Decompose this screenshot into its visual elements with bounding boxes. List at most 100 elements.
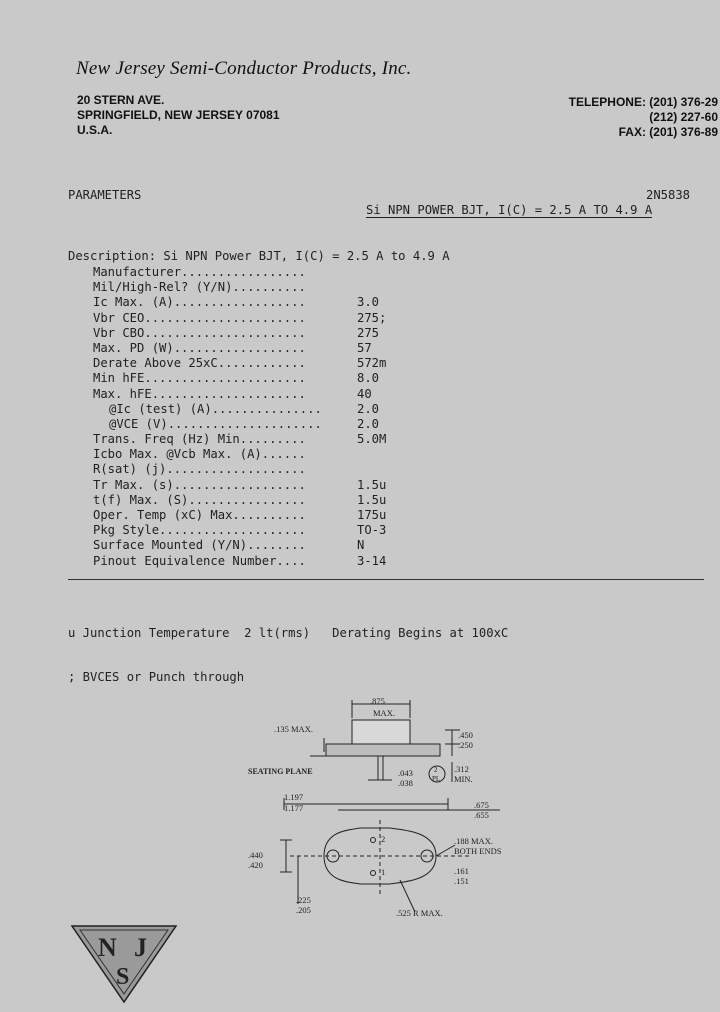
address-line: U.S.A. (77, 123, 113, 137)
dim-hole-a: .675 (474, 800, 489, 810)
part-number: 2N5838 (646, 188, 691, 202)
dim-pin-len: .312 (454, 764, 469, 774)
phone-line: TELEPHONE: (201) 376-29 (568, 95, 718, 109)
parameter-label: Max. hFE..................... (93, 386, 306, 401)
parameter-value: 3-14 (357, 553, 387, 568)
parameter-row: Ic Max. (A).................. 3.0 (93, 295, 379, 310)
parameter-label: Tr Max. (s).................. (93, 477, 306, 492)
address-line: 20 STERN AVE. (77, 93, 165, 107)
parameter-row: t(f) Max. (S)................ 1.5u (93, 492, 386, 508)
parameter-value: 8.0 (357, 371, 380, 386)
part-subtitle: Si NPN POWER BJT, I(C) = 2.5 A TO 4.9 A (366, 203, 653, 218)
parameter-value: 57 (357, 340, 372, 355)
parameter-row: Min hFE...................... 8.0 (93, 371, 379, 386)
dim-top-width-max: MAX. (373, 708, 395, 718)
parameter-value: 5.0M (357, 432, 387, 447)
section-title: PARAMETERS (68, 188, 142, 202)
note-line: ; BVCES or Punch through (68, 669, 245, 684)
dim-span-b: 1.177 (284, 803, 303, 813)
dim-seating: SEATING PLANE (248, 767, 313, 776)
parameter-label: Max. PD (W).................. (93, 340, 306, 355)
parameter-value: 175u (357, 508, 387, 522)
parameter-row: Vbr CEO...................... 275; (93, 310, 386, 326)
parameter-row: Trans. Freq (Hz) Min......... 5.0M (93, 432, 386, 447)
parameter-list: Manufacturer.................Mil/High-Re… (93, 265, 386, 569)
dim-pin-b: .038 (398, 778, 413, 788)
description-line: Description: Si NPN Power BJT, I(C) = 2.… (68, 249, 450, 263)
parameter-value: 275 (357, 325, 380, 340)
parameter-value: 40 (357, 386, 372, 401)
dim-span-a: 1.197 (284, 792, 303, 802)
address-line: SPRINGFIELD, NEW JERSEY 07081 (77, 108, 280, 122)
parameter-label: @VCE (V)..................... (109, 416, 322, 431)
dim-height-top: .450 (458, 730, 473, 740)
phone-line: FAX: (201) 376-89 (618, 125, 718, 139)
parameter-row: Derate Above 25xC............ 572m (93, 356, 386, 371)
notes: u Junction Temperature 2 lt(rms) Deratin… (68, 598, 508, 699)
parameter-label: Pkg Style.................... (93, 523, 306, 538)
parameter-value: 1.5u (357, 492, 387, 507)
dim-top-width: .875 (370, 696, 385, 706)
dim-pin-off-a: .161 (454, 866, 469, 876)
parameter-row: Max. hFE..................... 40 (93, 386, 372, 402)
parameter-value: TO-3 (357, 523, 387, 538)
divider (68, 579, 704, 580)
parameter-value: 2.0 (357, 416, 380, 431)
parameter-row: Vbr CBO...................... 275 (93, 325, 379, 341)
to3-package-drawing: .875 MAX. .450 .250 .135 MAX. SEATING PL… (240, 690, 540, 927)
parameter-value: 275; (357, 310, 387, 325)
dim-hole-b: .655 (474, 810, 489, 820)
parameter-row: Oper. Temp (xC) Max.......... 175u (93, 508, 386, 523)
parameter-label: Surface Mounted (Y/N)........ (93, 538, 306, 553)
logo-letter-n: N (98, 933, 117, 962)
dim-pin-len-min: MIN. (454, 774, 473, 784)
parameter-label: Manufacturer................. (93, 265, 306, 279)
dim-bot-b: .205 (296, 905, 311, 915)
parameter-value: 572m (357, 356, 387, 371)
parameter-label: Min hFE...................... (93, 371, 306, 386)
parameter-label: t(f) Max. (S)................ (93, 492, 306, 507)
dim-circle-note2: PL (432, 775, 440, 783)
parameter-label: Oper. Temp (xC) Max.......... (93, 508, 306, 522)
logo-letter-j: J (134, 933, 147, 962)
parameter-value: 1.5u (357, 477, 387, 492)
dim-flange: .135 MAX. (274, 724, 313, 734)
dim-w-a: .440 (248, 850, 263, 860)
parameter-row: Surface Mounted (Y/N)........ N (93, 538, 364, 553)
pin-2-label: 2 (381, 834, 385, 844)
dim-pin-off-b: .151 (454, 876, 469, 886)
parameter-label: Derate Above 25xC............ (93, 356, 306, 371)
parameter-label: Pinout Equivalence Number.... (93, 553, 306, 568)
parameter-row: Pkg Style.................... TO-3 (93, 523, 386, 538)
parameter-row: Mil/High-Rel? (Y/N).......... (93, 280, 322, 295)
parameter-value: N (357, 538, 365, 553)
parameter-label: Vbr CBO...................... (93, 325, 306, 340)
company-address: 20 STERN AVE. SPRINGFIELD, NEW JERSEY 07… (77, 93, 280, 138)
parameter-value: 3.0 (357, 295, 380, 310)
phone-line: (212) 227-60 (649, 110, 718, 124)
company-phone: TELEPHONE: (201) 376-29 (212) 227-60 FAX… (418, 95, 718, 140)
parameter-label: Icbo Max. @Vcb Max. (A)...... (93, 447, 306, 462)
dim-circle-note: 2 (434, 766, 438, 774)
dim-r-note: .525 R MAX. (396, 908, 443, 918)
dim-hole-d2: BOTH ENDS (454, 846, 502, 856)
parameter-label: @Ic (test) (A)............... (109, 401, 322, 416)
parameter-value: 2.0 (357, 401, 380, 416)
dim-pin-a: .043 (398, 768, 413, 778)
parameter-row: @Ic (test) (A)............... 2.0 (93, 401, 379, 417)
njs-logo: N J S (70, 922, 180, 1011)
dim-bot-a: .225 (296, 895, 311, 905)
parameter-label: R(sat) (j)................... (93, 462, 306, 477)
pin-1-label: 1 (381, 867, 385, 877)
parameter-row: R(sat) (j)................... (93, 462, 322, 477)
logo-letter-s: S (116, 964, 129, 990)
dim-hole-d: .188 MAX. (454, 836, 493, 846)
dim-height-bot: .250 (458, 740, 473, 750)
parameter-row: Max. PD (W).................. 57 (93, 340, 372, 356)
parameter-row: Tr Max. (s).................. 1.5u (93, 477, 386, 493)
parameter-label: Ic Max. (A).................. (93, 295, 306, 310)
parameter-label: Trans. Freq (Hz) Min......... (93, 432, 306, 447)
company-name: New Jersey Semi-Conductor Products, Inc. (76, 58, 412, 79)
parameter-label: Vbr CEO...................... (93, 310, 306, 325)
parameter-row: Icbo Max. @Vcb Max. (A)...... (93, 447, 322, 462)
